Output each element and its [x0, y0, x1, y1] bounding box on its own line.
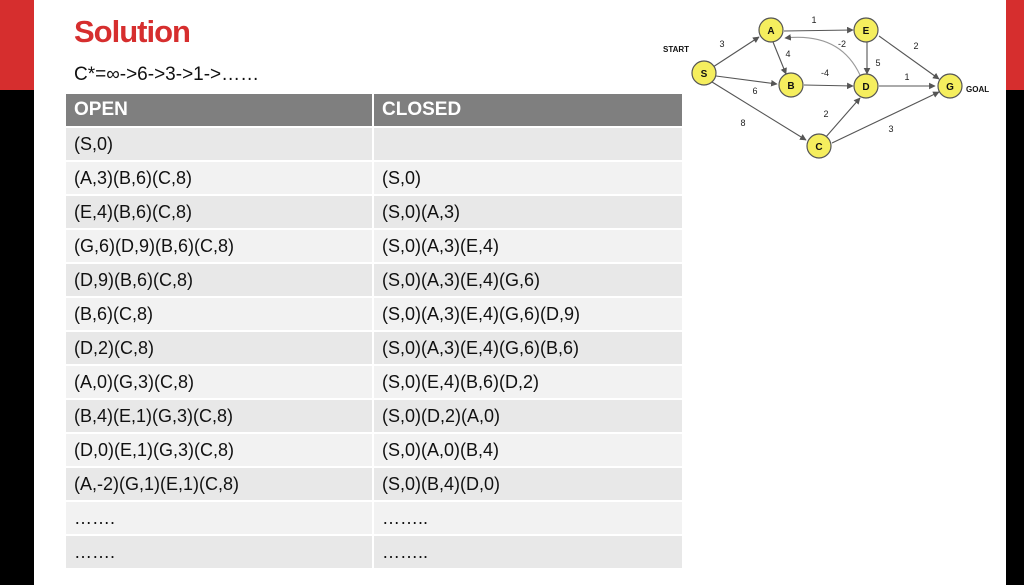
closed-cell: (S,0)(A,3)(E,4)(G,6)	[374, 264, 684, 298]
node-label-e: E	[863, 26, 870, 37]
node-label-a: A	[767, 26, 774, 37]
closed-cell: (S,0)(B,4)(D,0)	[374, 468, 684, 502]
node-label-c: C	[815, 142, 822, 153]
node-label-b: B	[787, 81, 794, 92]
edge-e-g	[878, 35, 940, 80]
open-cell: (S,0)	[66, 128, 374, 162]
table-row: (A,0)(G,3)(C,8) (S,0)(E,4)(B,6)(D,2)	[66, 366, 684, 400]
weight-a-b: 4	[785, 49, 790, 59]
weight-c-g: 3	[888, 124, 893, 134]
closed-cell: ……..	[374, 502, 684, 536]
table-row: (D,9)(B,6)(C,8) (S,0)(A,3)(E,4)(G,6)	[66, 264, 684, 298]
table-row: (D,0)(E,1)(G,3)(C,8) (S,0)(A,0)(B,4)	[66, 434, 684, 468]
node-a-icon	[758, 17, 784, 43]
edge-s-c	[711, 81, 807, 141]
closed-cell: (S,0)(A,3)(E,4)(G,6)(D,9)	[374, 298, 684, 332]
open-cell: (D,0)(E,1)(G,3)(C,8)	[66, 434, 374, 468]
edge-a-e	[783, 26, 854, 34]
open-cell: (B,4)(E,1)(G,3)(C,8)	[66, 400, 374, 434]
header-open: OPEN	[66, 94, 374, 128]
weight-a-e: 1	[811, 15, 816, 25]
closed-cell: (S,0)(A,0)(B,4)	[374, 434, 684, 468]
open-cell: …….	[66, 536, 374, 570]
left-red-accent-bar	[0, 0, 34, 90]
weight-d-a: -2	[838, 39, 846, 49]
closed-cell	[374, 128, 684, 162]
table-header-row: OPEN CLOSED	[66, 94, 684, 128]
table-row: (A,3)(B,6)(C,8) (S,0)	[66, 162, 684, 196]
closed-cell: ……..	[374, 536, 684, 570]
table-row: ……. ……..	[66, 536, 684, 570]
open-cell: (E,4)(B,6)(C,8)	[66, 196, 374, 230]
node-label-d: D	[862, 82, 869, 93]
edge-a-b	[772, 41, 787, 75]
table-row: (S,0)	[66, 128, 684, 162]
weight-c-d: 2	[823, 109, 828, 119]
node-d-icon	[853, 73, 879, 99]
edge-d-a	[784, 34, 861, 76]
closed-cell: (S,0)(E,4)(B,6)(D,2)	[374, 366, 684, 400]
weight-e-g: 2	[913, 41, 918, 51]
node-b-icon	[778, 72, 804, 98]
open-cell: …….	[66, 502, 374, 536]
node-label-s: S	[701, 69, 708, 80]
weight-s-a: 3	[719, 39, 724, 49]
closed-cell: (S,0)(D,2)(A,0)	[374, 400, 684, 434]
edge-c-d	[824, 97, 861, 139]
edge-s-a	[712, 36, 760, 68]
slide-title: Solution	[74, 14, 191, 49]
table-row: (E,4)(B,6)(C,8) (S,0)(A,3)	[66, 196, 684, 230]
open-cell: (D,9)(B,6)(C,8)	[66, 264, 374, 298]
closed-cell: (S,0)(A,3)	[374, 196, 684, 230]
start-label: START	[663, 45, 689, 54]
open-cell: (A,-2)(G,1)(E,1)(C,8)	[66, 468, 374, 502]
open-cell: (A,3)(B,6)(C,8)	[66, 162, 374, 196]
node-label-g: G	[946, 82, 954, 93]
node-g-icon	[937, 73, 963, 99]
table-row: (G,6)(D,9)(B,6)(C,8) (S,0)(A,3)(E,4)	[66, 230, 684, 264]
table-row: (D,2)(C,8) (S,0)(A,3)(E,4)(G,6)(B,6)	[66, 332, 684, 366]
cost-sequence-text: C*=∞->6->3->1->……	[74, 64, 260, 85]
closed-cell: (S,0)(A,3)(E,4)(G,6)(B,6)	[374, 332, 684, 366]
weight-s-c: 8	[740, 118, 745, 128]
table-row: (B,6)(C,8) (S,0)(A,3)(E,4)(G,6)(D,9)	[66, 298, 684, 332]
edge-b-d	[803, 82, 854, 90]
right-black-accent-bar	[1006, 90, 1024, 585]
open-cell: (G,6)(D,9)(B,6)(C,8)	[66, 230, 374, 264]
open-cell: (B,6)(C,8)	[66, 298, 374, 332]
node-s-icon	[691, 60, 717, 86]
open-cell: (A,0)(G,3)(C,8)	[66, 366, 374, 400]
left-black-accent-bar	[0, 90, 34, 585]
weight-e-d: 5	[875, 58, 880, 68]
header-closed: CLOSED	[374, 94, 684, 128]
weight-b-d: -4	[821, 68, 829, 78]
weight-s-b: 6	[752, 86, 757, 96]
node-c-icon	[806, 133, 832, 159]
weight-d-g: 1	[904, 72, 909, 82]
goal-label: GOAL	[966, 85, 989, 94]
right-red-accent-bar	[1006, 0, 1024, 90]
open-cell: (D,2)(C,8)	[66, 332, 374, 366]
table-row: (A,-2)(G,1)(E,1)(C,8) (S,0)(B,4)(D,0)	[66, 468, 684, 502]
edge-c-g	[831, 91, 940, 144]
search-graph-diagram: S A B C D E G START GOAL 1 3 4 -2 2 5 6 …	[663, 15, 989, 159]
open-closed-table: OPEN CLOSED (S,0) (A,3)(B,6)(C,8) (S,0) …	[66, 94, 684, 570]
closed-cell: (S,0)	[374, 162, 684, 196]
node-e-icon	[853, 17, 879, 43]
closed-cell: (S,0)(A,3)(E,4)	[374, 230, 684, 264]
table-row: (B,4)(E,1)(G,3)(C,8) (S,0)(D,2)(A,0)	[66, 400, 684, 434]
edge-s-b	[715, 75, 778, 87]
table-row: ……. ……..	[66, 502, 684, 536]
